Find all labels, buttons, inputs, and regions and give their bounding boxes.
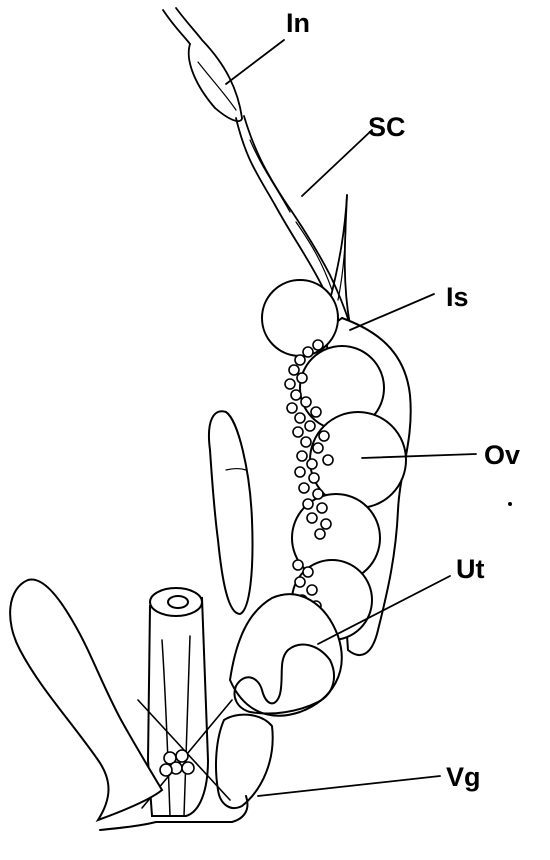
leader-is [350,294,434,330]
leader-sc [302,130,372,196]
uterus [230,594,342,715]
label-in: In [286,8,310,38]
leader-in [226,40,284,84]
label-is: Is [446,282,469,312]
label-ut: Ut [456,554,485,584]
right-appendage [209,411,253,614]
label-vg: Vg [446,762,481,792]
seminal-canal [163,8,350,328]
left-lobe [10,579,162,820]
label-ov: Ov [484,440,520,470]
speck-mark [508,502,512,506]
label-sc: SC [368,112,406,142]
leader-vg [258,776,440,796]
